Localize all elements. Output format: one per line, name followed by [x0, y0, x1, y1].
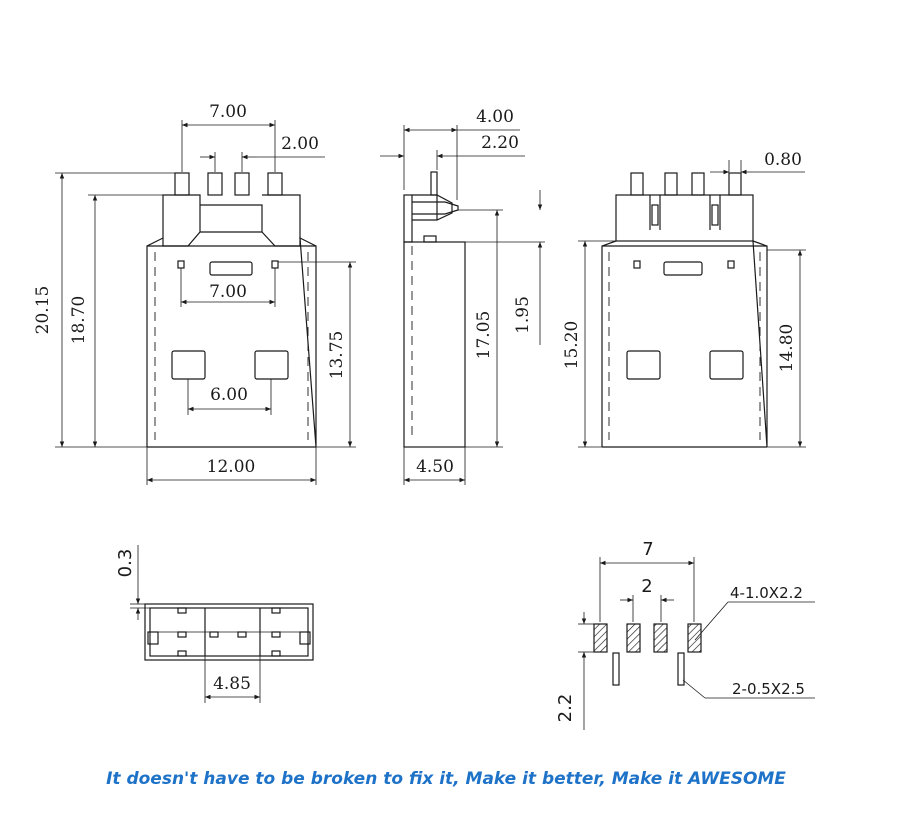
dim-end-gap: 0.3 [115, 549, 136, 578]
side-view: 4.00 2.20 17.05 1.95 4.50 [380, 107, 545, 485]
dim-back-height-left: 15.20 [562, 321, 582, 370]
end-shell [144, 603, 314, 661]
dim-width: 12.00 [207, 457, 256, 477]
dim-footprint-outer-pitch: 7 [642, 539, 653, 560]
slot-spec: 2-0.5X2.5 [732, 680, 805, 698]
mounting-slot [677, 652, 685, 686]
dim-side-pin-height: 1.95 [513, 296, 533, 334]
dim-back-pin-width: 0.80 [764, 150, 802, 170]
window [171, 350, 206, 380]
pin [234, 172, 250, 196]
slot [209, 261, 253, 276]
dim-overall-height: 20.15 [33, 286, 53, 335]
side-shell [403, 241, 466, 448]
dim-side-height: 17.05 [474, 311, 494, 360]
pin [207, 172, 223, 196]
end-view: 0.3 4.85 [115, 545, 314, 703]
dim-pin-pitch: 2.00 [281, 134, 319, 154]
back-view: 0.80 15.20 14.80 [562, 150, 806, 448]
pad [687, 623, 702, 653]
dim-back-height-right: 14.80 [777, 324, 797, 373]
dim-footprint-inner-pitch: 2 [641, 576, 652, 597]
dim-side-top-width: 4.00 [476, 107, 514, 127]
pad [653, 623, 668, 653]
dim-footprint-pad-height: 2.2 [555, 694, 576, 723]
window [254, 350, 289, 380]
pcb-footprint: 7 2 4-1.0X2.2 2-0.5X2.5 2.2 [555, 539, 815, 730]
pad [593, 623, 608, 653]
pad [626, 623, 641, 653]
dim-slot-spacing: 7.00 [209, 282, 247, 302]
dim-body-height: 18.70 [69, 296, 89, 345]
mounting-slot [612, 652, 620, 686]
pin [174, 172, 190, 196]
front-view: 7.00 2.00 20.15 18.70 7.00 6.00 13.75 [33, 102, 356, 485]
hole [271, 260, 279, 269]
pin [267, 172, 283, 196]
dim-side-thickness: 4.50 [416, 457, 454, 477]
hole [177, 260, 185, 269]
dim-end-inner-width: 4.85 [213, 674, 251, 694]
dim-right-height: 13.75 [327, 331, 347, 380]
slogan-text: It doesn't have to be broken to fix it, … [106, 769, 786, 789]
dim-window-spacing: 6.00 [210, 385, 248, 405]
pad-spec: 4-1.0X2.2 [730, 584, 803, 602]
dim-top-width: 7.00 [209, 102, 247, 122]
dim-side-pin-offset: 2.20 [481, 133, 519, 153]
